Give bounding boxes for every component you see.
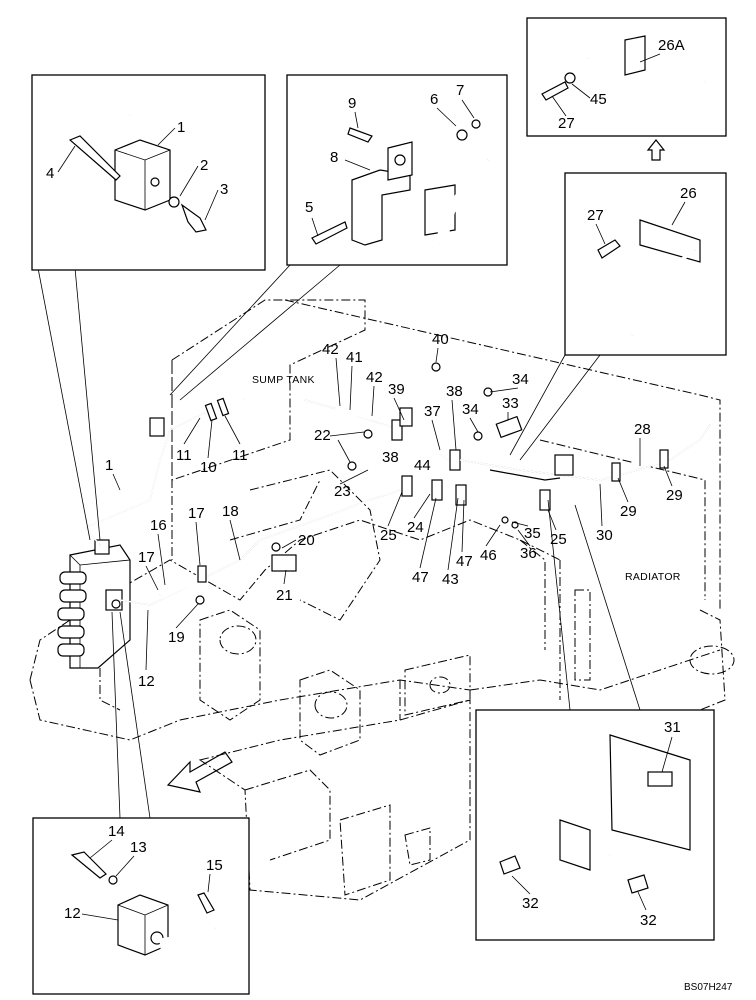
inset-top-left: 1 2 3 4 [31, 74, 266, 271]
main-view-callouts: 1 11 10 11 16 17 17 18 20 21 19 12 22 38… [105, 331, 683, 690]
callout-25-right: 25 [550, 531, 567, 548]
callout-26A: 26A [658, 37, 685, 54]
callout-45: 45 [590, 91, 607, 108]
callout-11-left: 11 [176, 447, 192, 464]
inset-leader-lines [37, 139, 666, 819]
callout-8: 8 [330, 149, 338, 166]
callout-18: 18 [222, 503, 239, 520]
callout-47-left: 47 [412, 569, 429, 586]
callout-35: 35 [524, 525, 541, 542]
callout-3: 3 [220, 181, 228, 198]
sump-tank-label: SUMP TANK [252, 374, 315, 386]
callout-34-top: 34 [512, 371, 529, 388]
callout-20: 20 [298, 532, 315, 549]
callout-9: 9 [348, 95, 356, 112]
front-direction-arrow [166, 751, 233, 793]
callout-33: 33 [502, 395, 519, 412]
callout-17-left: 17 [138, 549, 155, 566]
callout-43: 43 [442, 571, 459, 588]
callout-47-right: 47 [456, 553, 473, 570]
callout-37: 37 [424, 403, 441, 420]
callout-28: 28 [634, 421, 651, 438]
machine-frame-outline [29, 299, 735, 901]
pipe-runs [83, 362, 711, 609]
callout-32-right: 32 [640, 912, 657, 929]
callout-12-main: 12 [138, 673, 155, 690]
callout-23: 23 [334, 483, 351, 500]
inset-bottom-left: 14 13 15 12 [32, 817, 250, 995]
callout-44: 44 [414, 457, 431, 474]
callout-5: 5 [305, 199, 313, 216]
callout-7: 7 [456, 82, 464, 99]
callout-2: 2 [200, 157, 208, 174]
callout-6: 6 [430, 91, 438, 108]
callout-29-right: 29 [666, 487, 683, 504]
callout-26: 26 [680, 185, 697, 202]
callout-38-mid: 38 [382, 449, 399, 466]
callout-34-left: 34 [462, 401, 479, 418]
callout-41: 41 [346, 349, 363, 366]
callout-13: 13 [130, 839, 147, 856]
callout-1-main: 1 [105, 457, 113, 474]
callout-36: 36 [520, 545, 537, 562]
callout-24: 24 [407, 519, 424, 536]
callout-46: 46 [480, 547, 497, 564]
inset-top-center: 9 8 6 7 5 [286, 74, 508, 266]
callout-22: 22 [314, 427, 331, 444]
inset-bottom-right: 31 32 32 [475, 709, 715, 941]
callout-17-top: 17 [188, 505, 205, 522]
radiator-label: RADIATOR [625, 571, 681, 583]
callout-19: 19 [168, 629, 185, 646]
callout-21: 21 [276, 587, 293, 604]
inset-top-right: 26A 45 27 [526, 17, 727, 137]
callout-1: 1 [177, 119, 185, 136]
callout-14: 14 [108, 823, 125, 840]
callout-39: 39 [388, 381, 405, 398]
callout-15: 15 [206, 857, 223, 874]
callout-25-left: 25 [380, 527, 397, 544]
callout-42-left: 42 [322, 341, 339, 358]
callout-10: 10 [200, 459, 217, 476]
callout-12-bottom: 12 [64, 905, 81, 922]
callout-32-left: 32 [522, 895, 539, 912]
callout-31: 31 [664, 719, 681, 736]
callout-16: 16 [150, 517, 167, 534]
callout-27-mid: 27 [587, 207, 604, 224]
callout-29-left: 29 [620, 503, 637, 520]
main-view-leaders [112, 347, 673, 671]
callout-27-top: 27 [558, 115, 575, 132]
callout-30: 30 [596, 527, 613, 544]
callout-11-right: 11 [232, 447, 248, 464]
callout-42-right: 42 [366, 369, 383, 386]
callout-38-top: 38 [446, 383, 463, 400]
callout-40: 40 [432, 331, 449, 348]
callout-4: 4 [46, 165, 54, 182]
inset-middle-right: 26 27 [564, 172, 727, 356]
drawing-code: BS07H247 [684, 982, 733, 993]
